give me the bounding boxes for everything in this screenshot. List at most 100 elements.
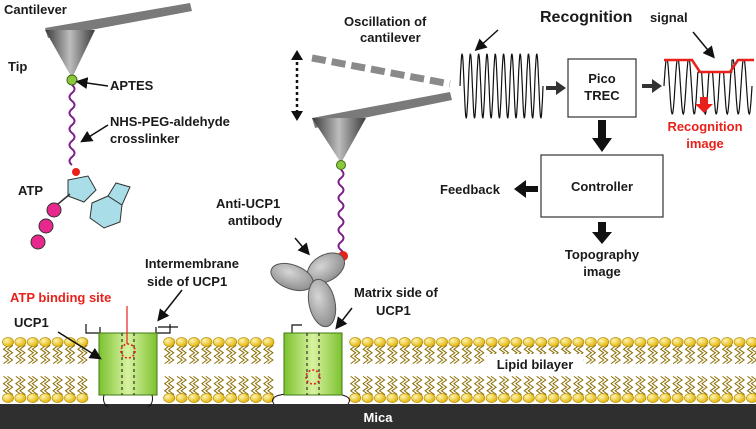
- lipid-head: [200, 337, 213, 347]
- anti-ucp1-label-line1: Anti-UCP1: [216, 196, 280, 211]
- lipid-head: [2, 393, 14, 403]
- lipid-head: [746, 337, 756, 347]
- lipid-head: [361, 337, 374, 347]
- lipid-head: [175, 393, 188, 403]
- lipid-head: [684, 337, 696, 347]
- lipid-head: [721, 393, 734, 403]
- lipid-head: [361, 393, 374, 403]
- lipid-head: [584, 337, 597, 347]
- cantilever-upper-position: [311, 54, 451, 88]
- lipid-head: [646, 337, 659, 347]
- lipid-bilayer-label-bg: [487, 354, 583, 374]
- intermembrane-label-line2: side of UCP1: [147, 274, 227, 289]
- lipid-head: [485, 337, 498, 347]
- lipid-head: [708, 393, 721, 403]
- left-afm-tip: [45, 30, 95, 78]
- lipid-head: [163, 337, 176, 347]
- recognition-envelope: [664, 58, 754, 74]
- feedback-label: Feedback: [440, 182, 501, 197]
- crosslinker-label-line2: crosslinker: [110, 131, 179, 146]
- left-peg-linker: [68, 84, 76, 166]
- lipid-head: [423, 393, 436, 403]
- atp-ribose-ring: [67, 175, 97, 203]
- lipid-head: [448, 337, 461, 347]
- controller-box: [540, 154, 664, 218]
- lipid-bilayer-label: Lipid bilayer: [497, 357, 574, 372]
- lipid-bilayer: [2, 337, 756, 403]
- lipid-head: [733, 393, 746, 403]
- lipid-head: [411, 393, 424, 403]
- lipid-head: [597, 337, 610, 347]
- lipid-head: [175, 337, 188, 347]
- atp-adenine-ring-small: [107, 182, 131, 206]
- lipid-head: [535, 393, 548, 403]
- lipid-head: [262, 337, 275, 347]
- atp-phosphate-1: [46, 202, 62, 218]
- lipid-head: [51, 393, 64, 403]
- atp-label: ATP: [18, 183, 43, 198]
- lipid-head: [473, 393, 486, 403]
- lipid-head: [386, 393, 399, 403]
- atp-phosphate-3: [30, 234, 46, 250]
- lipid-head: [411, 337, 424, 347]
- lipid-head: [398, 337, 411, 347]
- lipid-head: [76, 393, 89, 403]
- lipid-head: [659, 393, 672, 403]
- lipid-head: [522, 393, 535, 403]
- lipid-head: [510, 393, 523, 403]
- lipid-head: [374, 337, 386, 347]
- ucp1-middle-binding-site: [305, 369, 321, 385]
- crosslinker-label-line1: NHS-PEG-aldehyde: [110, 114, 230, 129]
- topography-label-line2: image: [583, 264, 621, 279]
- lipid-head: [560, 393, 572, 403]
- topography-label-line1: Topography: [565, 247, 640, 262]
- lipid-head: [436, 337, 448, 347]
- lipid-head: [609, 337, 622, 347]
- lipid-head: [498, 393, 510, 403]
- lipid-head: [188, 393, 200, 403]
- lipid-head: [64, 393, 76, 403]
- ucp1-middle: [272, 324, 350, 405]
- lipid-head: [460, 393, 473, 403]
- lipid-head: [200, 393, 213, 403]
- lipid-head: [671, 393, 684, 403]
- lipid-head: [634, 337, 647, 347]
- matrix-label-line1: Matrix side of: [354, 285, 438, 300]
- lipid-head: [163, 393, 176, 403]
- recognition-signal-waveform: [663, 59, 753, 116]
- lipid-head: [510, 337, 523, 347]
- lipid-head: [572, 393, 585, 403]
- lipid-head: [696, 337, 709, 347]
- oscillation-signal-waveform: [459, 53, 544, 119]
- lipid-head: [522, 337, 535, 347]
- lipid-head: [250, 337, 262, 347]
- lipid-head: [39, 337, 52, 347]
- lipid-head: [26, 337, 39, 347]
- recognition-image-label-line1: Recognition: [667, 119, 742, 134]
- ucp1-label: UCP1: [14, 315, 49, 330]
- oscillation-label-line1: Oscillation of: [344, 14, 427, 29]
- ucp1-left-body: [98, 332, 158, 396]
- left-aldehyde-dot: [72, 168, 80, 176]
- cantilever-label: Cantilever: [4, 2, 67, 17]
- lipid-head: [398, 393, 411, 403]
- mica-substrate: [0, 404, 756, 429]
- middle-afm-tip: [312, 118, 366, 163]
- left-cantilever-assembly: [30, 3, 192, 250]
- mica-label: Mica: [364, 410, 394, 425]
- lipid-head: [485, 393, 498, 403]
- lipid-head: [597, 393, 610, 403]
- lipid-head: [572, 337, 585, 347]
- lipid-head: [39, 393, 52, 403]
- signal-word: signal: [650, 10, 688, 25]
- atp-binding-site-marker: [120, 343, 136, 359]
- lipid-head: [14, 393, 27, 403]
- lipid-head: [609, 393, 622, 403]
- lipid-head: [237, 393, 250, 403]
- left-cantilever-beam: [45, 3, 192, 38]
- anti-ucp1-label-line2: antibody: [228, 213, 283, 228]
- lipid-head: [622, 337, 634, 347]
- lipid-head: [746, 393, 756, 403]
